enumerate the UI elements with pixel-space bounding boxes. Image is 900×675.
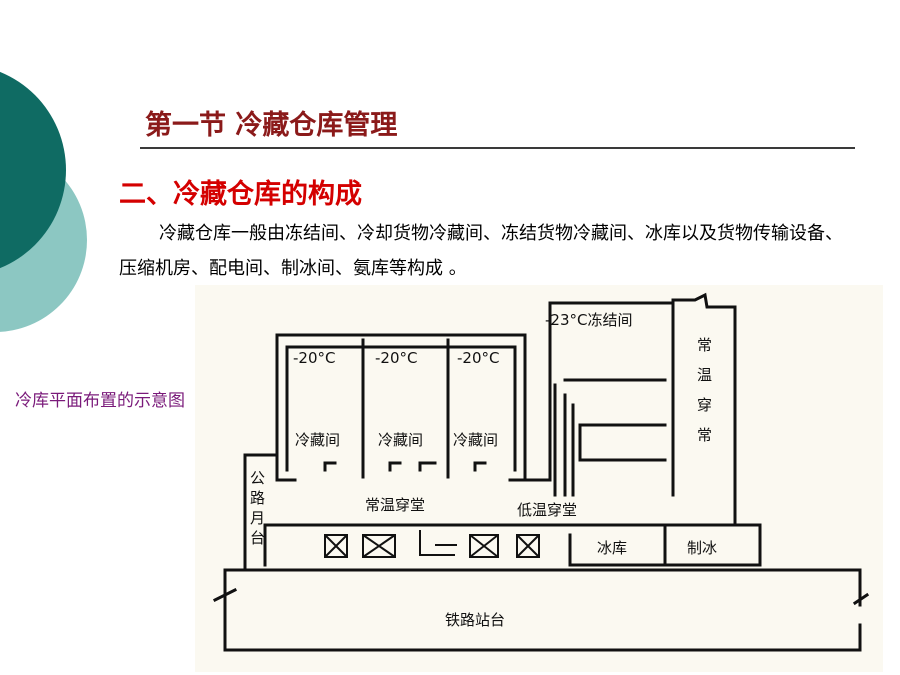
slide-title: 第一节 冷藏仓库管理 [145,110,398,141]
road-platform-4: 台 [250,529,265,547]
equipment-x-3 [469,534,499,558]
decorative-circles [0,71,87,332]
compressor-symbol [419,530,457,556]
cold-room-label-2: 冷藏间 [378,431,423,449]
side-corridor-1: 常 [697,336,712,354]
equipment-box-1 [324,534,348,558]
doors [323,461,487,472]
lower-boxes [263,523,762,567]
equipment-box-3 [469,534,499,558]
cold-room-temp-1: -20°C [293,349,335,367]
ice-making-label: 制冰 [687,539,717,557]
side-corridor-4: 常 [697,426,712,444]
side-corridor-2: 温 [697,366,712,384]
equipment-x-2 [362,534,396,558]
inner-frame [285,345,517,472]
cold-storage-walls [275,333,527,482]
equipment-box-4 [516,534,540,558]
freeze-rack-lines [553,383,575,497]
diagram-caption: 冷库平面布置的示意图 [15,391,185,411]
freeze-room-label: -23°C冻结间 [545,311,632,329]
rail-platform-label: 铁路站台 [445,611,505,629]
cold-room-temp-2: -20°C [375,349,417,367]
rail-platform-walls [223,568,862,652]
equipment-box-2 [362,534,396,558]
cold-room-label-3: 冷藏间 [453,431,498,449]
break-marks [212,587,870,606]
body-paragraph: 冷藏仓库一般由冻结间、冷却货物冷藏间、冻结货物冷藏间、冰库以及货物传输设备、压缩… [119,223,843,279]
normal-hall-label: 常温穿堂 [365,496,425,514]
cold-room-temp-3: -20°C [457,349,499,367]
section-subtitle: 二、冷藏仓库的构成 [119,179,362,210]
freeze-room-walls [548,301,675,497]
dark-circle [0,71,66,269]
ice-store-label: 冰库 [597,539,627,557]
equipment-x-4 [516,534,540,558]
hall-walls [243,453,762,572]
side-corridor-3: 穿 [697,396,712,414]
road-platform-3: 月 [250,509,265,527]
right-wall [671,292,737,497]
low-hall-label: 低温穿堂 [517,501,577,519]
equipment-x-1 [324,534,348,558]
freeze-shelves [563,378,667,497]
floor-plan-diagram: -23°C冻结间 -20°C -20°C -20°C 冷藏间 冷藏间 冷藏间 常… [195,285,883,672]
cold-room-label-1: 冷藏间 [295,431,340,449]
road-platform-1: 公 [250,469,265,487]
road-platform-2: 路 [250,489,265,507]
title-divider [140,147,855,149]
